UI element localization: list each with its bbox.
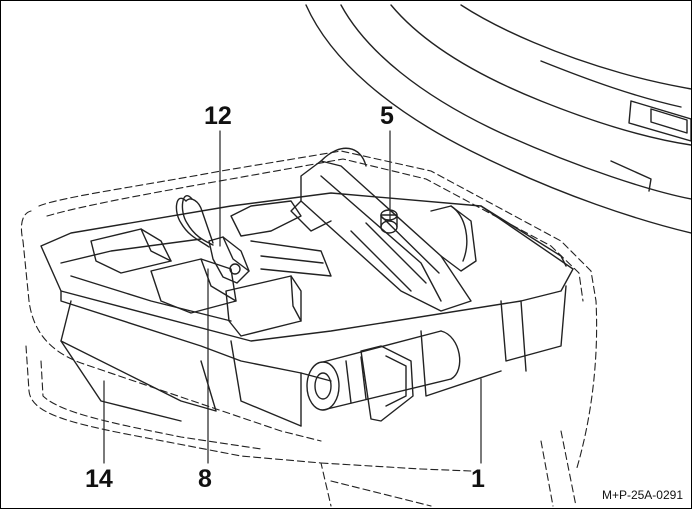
callout-5: 5 (380, 102, 394, 130)
dashed-housing-outline (20, 150, 598, 507)
tool-blocks (90, 200, 332, 337)
vehicle-bumper (305, 4, 691, 234)
cable-connector (175, 195, 250, 284)
compressor-cylinder (306, 330, 461, 411)
callout-14: 14 (85, 465, 113, 493)
figure-reference: M+P-25A-0291 (601, 488, 683, 502)
callout-12: 12 (204, 102, 232, 130)
towing-eye (380, 209, 398, 234)
callout-1: 1 (471, 465, 485, 493)
callout-8: 8 (198, 465, 212, 493)
tool-tray (40, 192, 574, 427)
jack (290, 147, 477, 312)
leader-lines (103, 130, 482, 464)
